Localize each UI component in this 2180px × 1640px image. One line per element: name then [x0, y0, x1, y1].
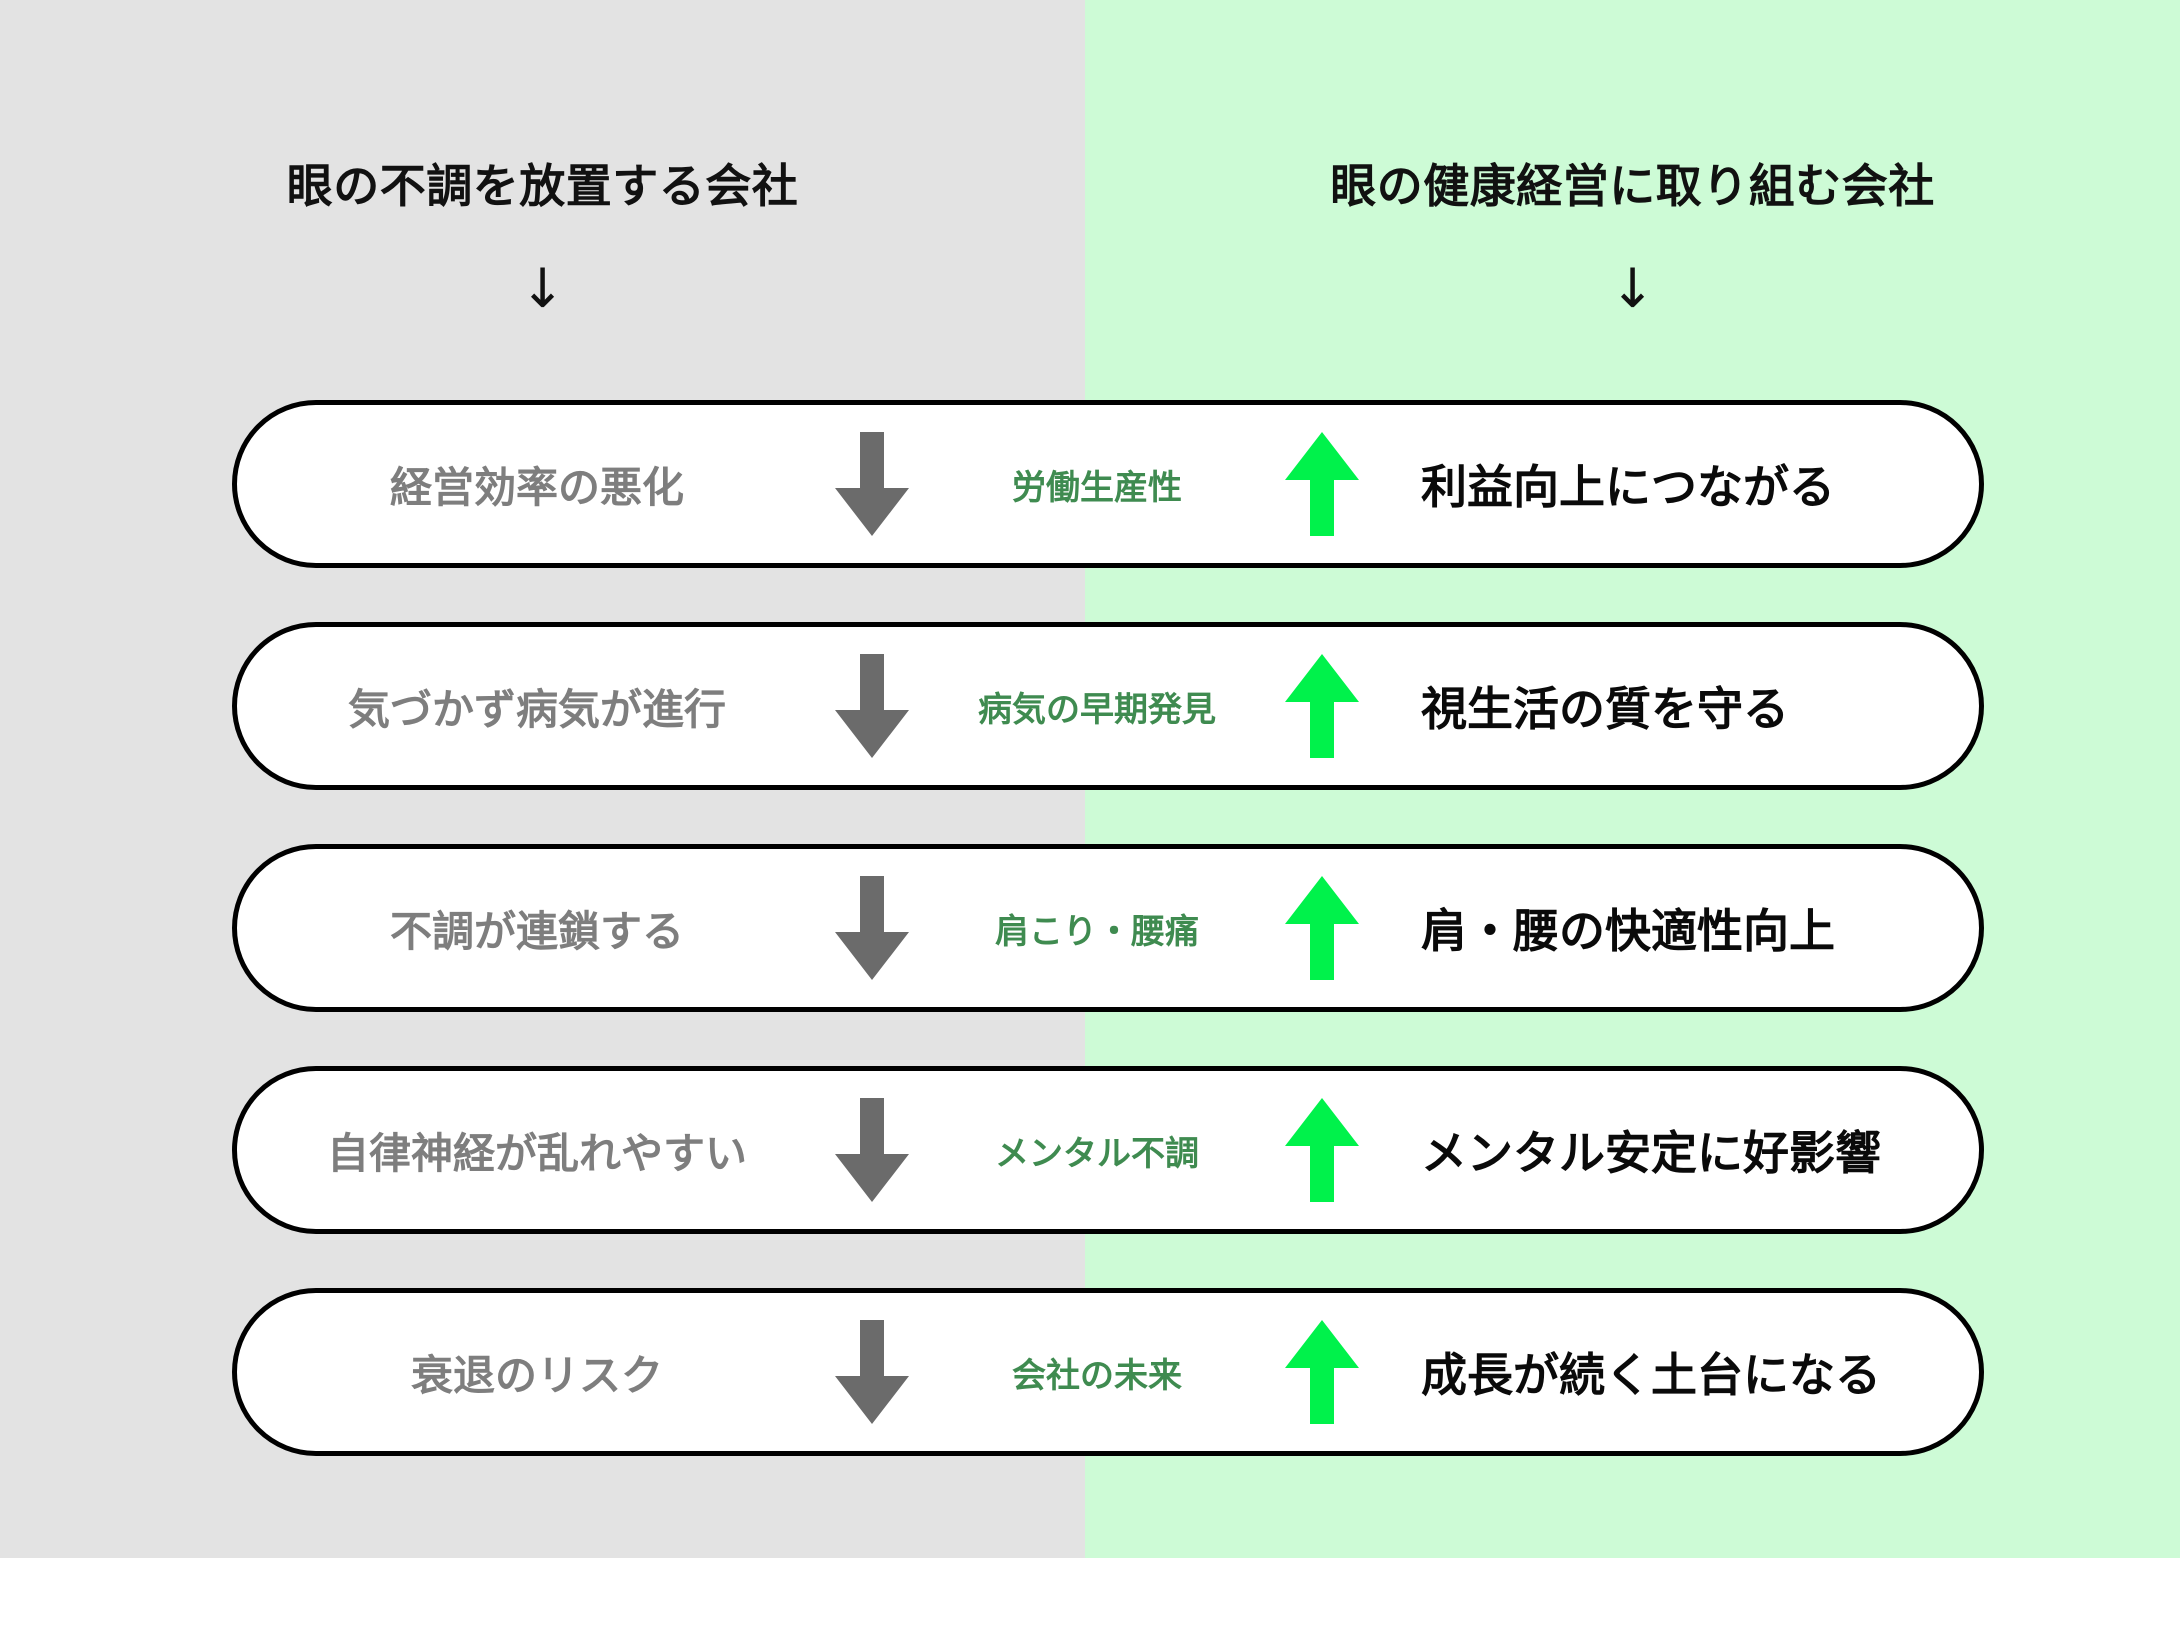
- comparison-row-list: 経営効率の悪化 労働生産性 利益向上につながる 気づかず病気が進行: [232, 400, 1984, 1510]
- decline-arrow-icon: [797, 627, 947, 785]
- positive-outcome-label: 成長が続く土台になる: [1421, 1349, 1881, 1401]
- decline-arrow-icon: [797, 1293, 947, 1451]
- topic-label: メンタル不調: [995, 1134, 1199, 1173]
- improve-arrow-icon: [1247, 1071, 1397, 1229]
- negative-outcome-label: 衰退のリスク: [410, 1351, 663, 1399]
- improve-arrow-icon: [1247, 849, 1397, 1007]
- negative-outcome-label: 経営効率の悪化: [389, 463, 684, 511]
- improve-arrow-icon: [1247, 627, 1397, 785]
- comparison-row: 気づかず病気が進行 病気の早期発見 視生活の質を守る: [232, 622, 1984, 790]
- topic-label: 会社の未来: [1012, 1356, 1182, 1395]
- positive-outcome-label: 利益向上につながる: [1421, 461, 1835, 513]
- footer-background: [0, 1558, 2180, 1640]
- improve-arrow-icon: [1247, 405, 1397, 563]
- left-column-heading: 眼の不調を放置する会社: [286, 160, 799, 212]
- topic-label: 病気の早期発見: [978, 690, 1216, 729]
- comparison-row: 衰退のリスク 会社の未来 成長が続く土台になる: [232, 1288, 1984, 1456]
- positive-outcome-label: メンタル安定に好影響: [1421, 1127, 1881, 1179]
- comparison-row: 自律神経が乱れやすい メンタル不調 メンタル安定に好影響: [232, 1066, 1984, 1234]
- topic-label: 肩こり・腰痛: [995, 912, 1199, 951]
- improve-arrow-icon: [1247, 1293, 1397, 1451]
- comparison-row: 経営効率の悪化 労働生産性 利益向上につながる: [232, 400, 1984, 568]
- positive-outcome-label: 視生活の質を守る: [1421, 683, 1789, 735]
- decline-arrow-icon: [797, 1071, 947, 1229]
- topic-label: 労働生産性: [1012, 468, 1182, 507]
- negative-outcome-label: 気づかず病気が進行: [347, 685, 726, 733]
- right-column-heading: 眼の健康経営に取り組む会社: [1330, 160, 1935, 212]
- decline-arrow-icon: [797, 405, 947, 563]
- left-down-arrow-icon: ↓: [519, 257, 566, 320]
- negative-outcome-label: 自律神経が乱れやすい: [326, 1129, 747, 1177]
- comparison-row: 不調が連鎖する 肩こり・腰痛 肩・腰の快適性向上: [232, 844, 1984, 1012]
- negative-outcome-label: 不調が連鎖する: [389, 907, 684, 955]
- positive-outcome-label: 肩・腰の快適性向上: [1421, 905, 1835, 957]
- decline-arrow-icon: [797, 849, 947, 1007]
- right-down-arrow-icon: ↓: [1609, 257, 1656, 320]
